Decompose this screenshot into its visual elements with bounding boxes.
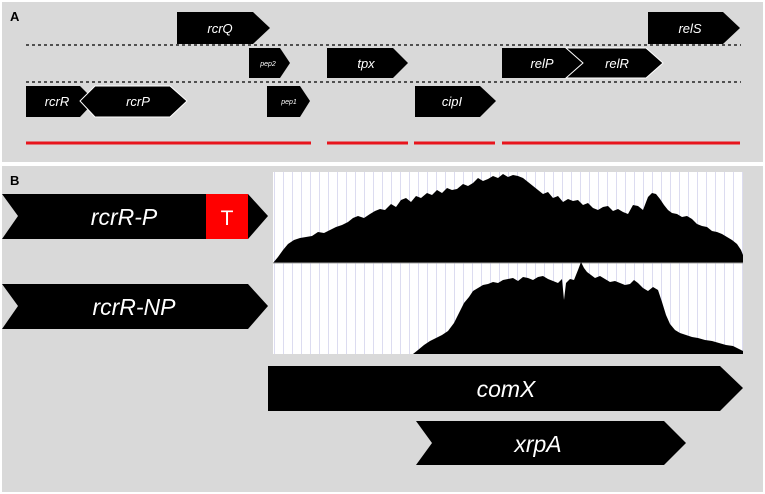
gene-label: relS bbox=[678, 21, 701, 36]
tag-box bbox=[206, 194, 248, 239]
construct-arrow-rcrR-P: T rcrR-P bbox=[2, 194, 268, 239]
gene-label: comX bbox=[477, 376, 537, 402]
panel-a-label: A bbox=[10, 9, 20, 24]
gene-arrow-rcrP: rcrP bbox=[79, 85, 188, 118]
gene-label: rcrP bbox=[126, 94, 150, 109]
construct-label: rcrR-NP bbox=[92, 294, 176, 320]
gene-arrow-relP: relP bbox=[502, 48, 583, 78]
gene-label: relP bbox=[530, 56, 553, 71]
gene-arrow-rcrR: rcrR bbox=[26, 86, 95, 117]
gene-arrow-comX: comX bbox=[268, 366, 743, 411]
gene-label: cipI bbox=[442, 94, 463, 109]
gene-arrow-relR: relR bbox=[564, 47, 664, 79]
gene-arrow-tpx: tpx bbox=[327, 48, 408, 78]
coverage-track-2 bbox=[273, 262, 743, 354]
gene-arrow-pep1: pep1 bbox=[267, 86, 310, 117]
gene-label: relR bbox=[605, 56, 629, 71]
gene-label: rcrR bbox=[45, 94, 70, 109]
gene-arrow-xrpA: xrpA bbox=[416, 421, 686, 465]
gene-label: pep1 bbox=[280, 99, 297, 106]
coverage-profile bbox=[273, 174, 743, 263]
gene-arrow-relS: relS bbox=[648, 12, 740, 44]
coverage-profile bbox=[273, 262, 743, 354]
gene-label: pep2 bbox=[259, 61, 276, 68]
tag-label: T bbox=[221, 207, 234, 230]
coverage-track-1 bbox=[273, 172, 743, 263]
construct-label: rcrR-P bbox=[91, 204, 158, 230]
gene-arrow-cipI: cipI bbox=[415, 86, 496, 117]
panel-b-label: B bbox=[10, 173, 19, 188]
construct-arrow-rcrR-NP: rcrR-NP bbox=[2, 284, 268, 329]
gene-label: tpx bbox=[357, 56, 375, 71]
gene-arrow-pep2: pep2 bbox=[249, 48, 290, 78]
gene-arrow-rcrQ: rcrQ bbox=[177, 12, 270, 44]
gene-label: xrpA bbox=[513, 431, 561, 457]
gene-label: rcrQ bbox=[207, 21, 232, 36]
